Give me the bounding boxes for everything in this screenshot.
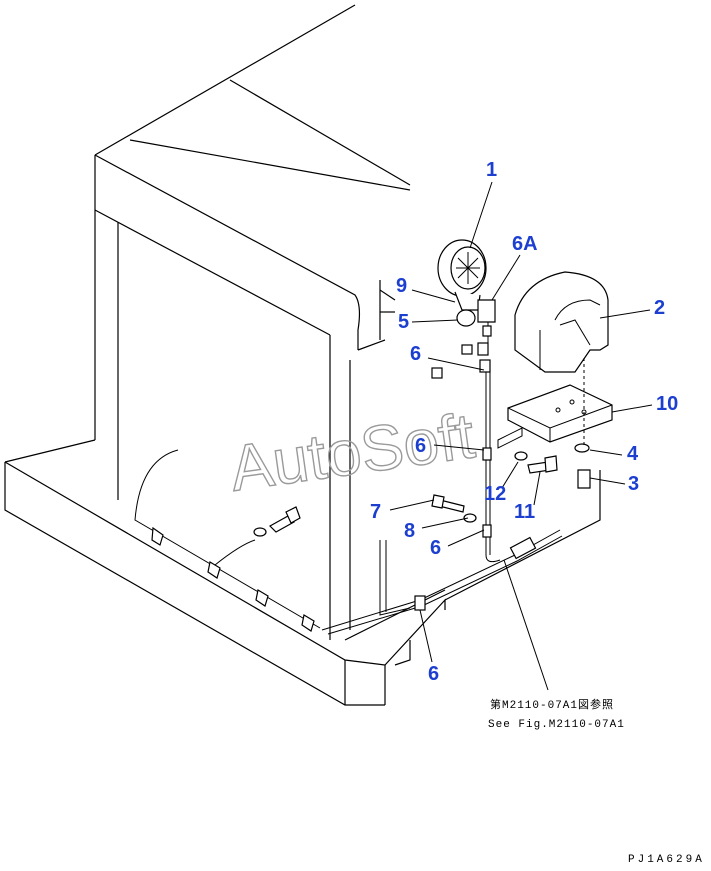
watermark-text: AutoSoft (226, 399, 479, 504)
reference-note-jp: 第M2110-07A1図参照 (490, 697, 614, 712)
callout-8: 8 (404, 520, 415, 542)
bracket-plate (497, 384, 613, 449)
callout-6-top: 6 (410, 343, 421, 365)
hardware-stack (414, 325, 591, 611)
reference-note: 第M2110-07A1図参照 See Fig.M2110-07A1 (488, 697, 625, 731)
callout-labels: 1 6A 2 9 5 6 10 6 4 3 12 7 11 8 6 6 (370, 159, 678, 685)
bolt-washer-left (253, 506, 301, 537)
callout-3: 3 (628, 473, 639, 495)
lamp-guard (514, 271, 609, 373)
drawing-code: PJ1A629A (628, 854, 705, 866)
callout-4: 4 (627, 443, 639, 465)
work-lamp (437, 239, 496, 327)
callout-6-middle: 6 (415, 435, 426, 457)
leader-lines (389, 181, 653, 691)
callout-12: 12 (484, 483, 506, 505)
callout-6-bottom: 6 (428, 663, 439, 685)
callout-7: 7 (370, 501, 381, 523)
watermark: AutoSoft (225, 399, 480, 506)
callout-9: 9 (396, 275, 407, 297)
callout-1: 1 (486, 159, 497, 181)
base-frame (4, 439, 601, 706)
callout-6a: 6A (512, 233, 538, 255)
callout-11: 11 (514, 501, 535, 523)
callout-6-lower: 6 (430, 537, 441, 559)
callout-10: 10 (656, 393, 678, 415)
cab-body (94, 4, 411, 640)
callout-5: 5 (398, 311, 409, 333)
callout-2: 2 (654, 297, 665, 319)
reference-note-en: See Fig.M2110-07A1 (488, 719, 625, 731)
wiring-harness (134, 320, 563, 635)
